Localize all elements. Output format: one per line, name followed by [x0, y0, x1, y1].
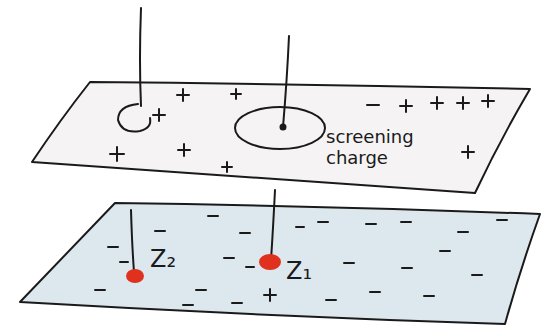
- screening-label: screening charge: [326, 127, 426, 168]
- field-line: [271, 190, 275, 260]
- field-line: [140, 8, 141, 106]
- lower-plane: [20, 203, 540, 324]
- plus-signs: [110, 89, 494, 301]
- minus-signs: [95, 105, 507, 305]
- charge-label: Z₁: [286, 258, 336, 286]
- field-line: [283, 36, 289, 127]
- upper-plane: [32, 82, 530, 193]
- charge-dot: [259, 254, 281, 270]
- charge-dot: [126, 269, 144, 283]
- screening-circle: [235, 107, 325, 149]
- charge-label: Z₂: [150, 246, 200, 274]
- field-line: [131, 210, 134, 272]
- screening-arc: [118, 104, 150, 132]
